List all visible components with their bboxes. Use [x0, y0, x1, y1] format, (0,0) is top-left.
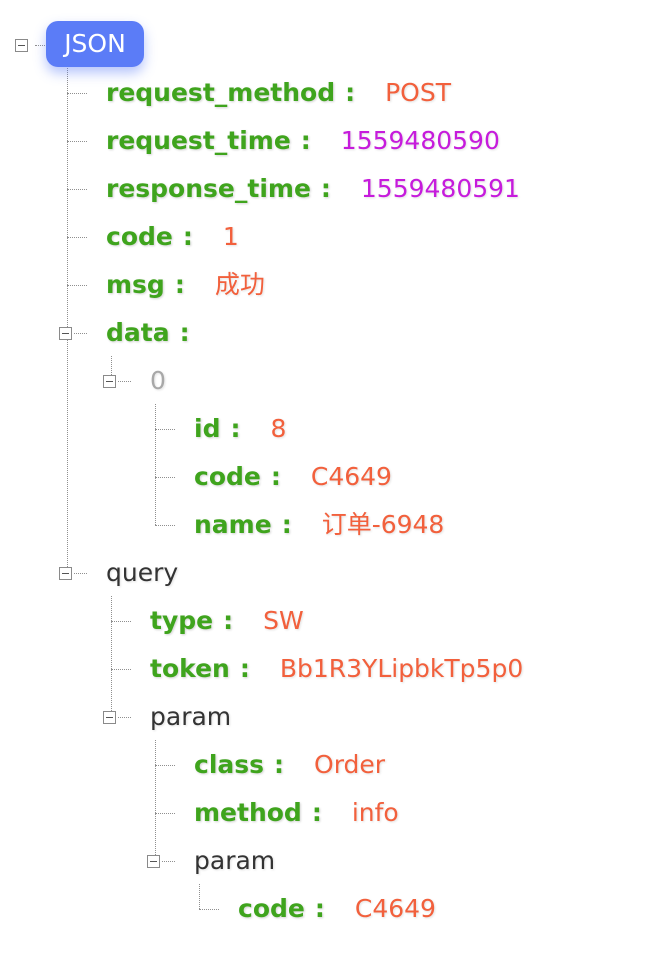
- tree-row-request-method: request_method : POST: [106, 69, 451, 117]
- tree-row-data-index[interactable]: 0: [150, 357, 166, 405]
- tree-connector: [155, 740, 156, 861]
- node-key: method: [194, 798, 302, 827]
- tree-row-code: code : 1: [106, 213, 239, 261]
- node-key: code: [106, 222, 173, 251]
- node-key: class: [194, 750, 265, 779]
- key-separator: :: [274, 750, 285, 779]
- collapse-toggle-icon[interactable]: [59, 567, 72, 580]
- tree-connector: [111, 621, 131, 622]
- tree-connector: [67, 141, 87, 142]
- tree-row-query-type: type : SW: [150, 597, 304, 645]
- key-separator: :: [174, 270, 185, 299]
- node-key: request_method: [106, 78, 336, 107]
- node-value: C4649: [310, 462, 392, 491]
- node-key: token: [150, 654, 230, 683]
- tree-connector: [155, 477, 175, 478]
- node-key: query: [106, 558, 179, 587]
- key-separator: :: [311, 798, 322, 827]
- key-separator: :: [239, 654, 250, 683]
- node-value: C4649: [354, 894, 436, 923]
- tree-connector: [67, 285, 87, 286]
- collapse-toggle-icon[interactable]: [103, 375, 116, 388]
- tree-row-response-time: response_time : 1559480591: [106, 165, 520, 213]
- tree-row-param-method: method : info: [194, 789, 399, 837]
- tree-connector: [155, 813, 175, 814]
- tree-row-param-class: class : Order: [194, 741, 385, 789]
- tree-row-data-name: name : 订单-6948: [194, 501, 444, 549]
- tree-connector: [199, 884, 200, 909]
- key-separator: :: [345, 78, 356, 107]
- collapse-toggle-icon[interactable]: [59, 327, 72, 340]
- node-value: Bb1R3YLipbkTp5p0: [279, 654, 524, 683]
- tree-connector: [155, 525, 175, 526]
- tree-connector: [118, 381, 131, 382]
- key-separator: :: [223, 606, 234, 635]
- tree-connector: [67, 93, 87, 94]
- key-separator: :: [281, 510, 292, 539]
- tree-row-query[interactable]: query: [106, 549, 178, 597]
- node-value: 1: [222, 222, 239, 251]
- tree-row-msg: msg : 成功: [106, 261, 265, 309]
- tree-connector: [67, 237, 87, 238]
- tree-row-data[interactable]: data :: [106, 309, 190, 357]
- node-key: param: [150, 702, 232, 731]
- node-value: 8: [270, 414, 287, 443]
- tree-row-request-time: request_time : 1559480590: [106, 117, 500, 165]
- tree-connector: [155, 429, 175, 430]
- tree-connector: [67, 68, 68, 573]
- node-key: id: [194, 414, 221, 443]
- key-separator: :: [182, 222, 193, 251]
- node-key: code: [194, 462, 261, 491]
- key-separator: :: [300, 126, 311, 155]
- array-index: 0: [150, 366, 166, 395]
- collapse-toggle-icon[interactable]: [15, 39, 28, 52]
- node-value: POST: [385, 78, 451, 107]
- tree-connector: [199, 909, 219, 910]
- tree-connector: [111, 596, 112, 717]
- key-separator: :: [270, 462, 281, 491]
- node-key: type: [150, 606, 214, 635]
- key-separator: :: [179, 318, 190, 347]
- tree-connector: [35, 45, 45, 46]
- node-value: 订单-6948: [321, 510, 445, 539]
- key-separator: :: [320, 174, 331, 203]
- node-key: response_time: [106, 174, 311, 203]
- tree-connector: [155, 404, 156, 525]
- tree-connector: [74, 573, 87, 574]
- node-value: SW: [263, 606, 304, 635]
- node-value: Order: [314, 750, 386, 779]
- key-separator: :: [314, 894, 325, 923]
- tree-connector: [67, 189, 87, 190]
- tree-connector: [111, 669, 131, 670]
- tree-row-query-param[interactable]: param: [150, 693, 231, 741]
- tree-row-data-id: id : 8: [194, 405, 286, 453]
- tree-row-data-code: code : C4649: [194, 453, 392, 501]
- tree-connector: [162, 861, 175, 862]
- node-value: 1559480591: [360, 174, 520, 203]
- collapse-toggle-icon[interactable]: [103, 711, 116, 724]
- node-key: data: [106, 318, 170, 347]
- root-node-badge[interactable]: JSON: [46, 21, 144, 67]
- tree-row-param-param[interactable]: param: [194, 837, 275, 885]
- key-separator: :: [230, 414, 241, 443]
- tree-row-param-param-code: code : C4649: [238, 885, 436, 933]
- tree-connector: [74, 333, 87, 334]
- node-key: code: [238, 894, 305, 923]
- tree-connector: [155, 765, 175, 766]
- node-key: request_time: [106, 126, 291, 155]
- node-value: info: [351, 798, 399, 827]
- tree-connector: [118, 717, 131, 718]
- node-key: param: [194, 846, 276, 875]
- tree-row-query-token: token : Bb1R3YLipbkTp5p0: [150, 645, 523, 693]
- node-value: 1559480590: [340, 126, 500, 155]
- node-value: 成功: [214, 270, 265, 299]
- tree-connector: [111, 356, 112, 381]
- node-key: msg: [106, 270, 165, 299]
- collapse-toggle-icon[interactable]: [147, 855, 160, 868]
- node-key: name: [194, 510, 272, 539]
